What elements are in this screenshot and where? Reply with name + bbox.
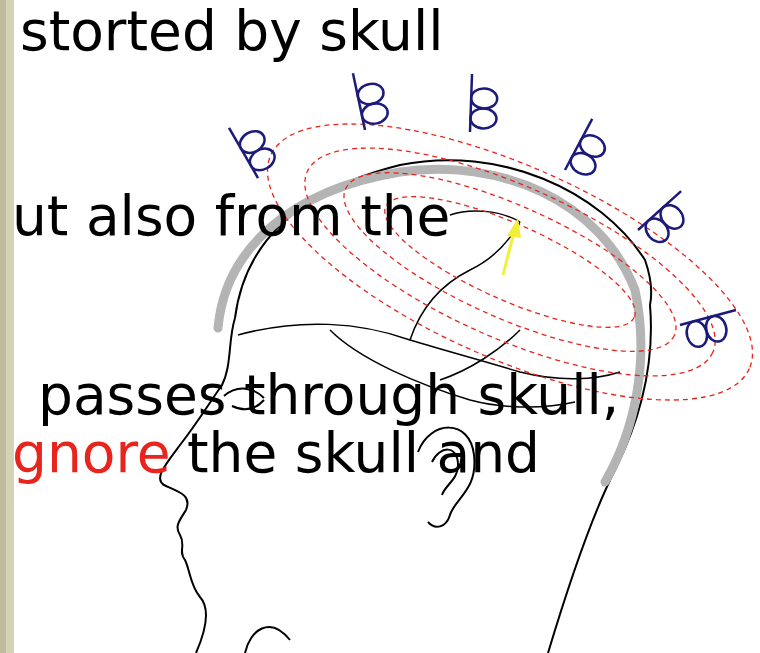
slide-text: the skull and [187,426,540,481]
slide-text: ut also from the [12,189,450,244]
slide-text: gnore [12,426,171,481]
slide-text: passes through skull, [38,368,619,423]
dipole-arrow [503,218,521,275]
slide-text: storted by skull [20,4,443,59]
background-strip [0,0,6,653]
background-strip [0,0,14,653]
